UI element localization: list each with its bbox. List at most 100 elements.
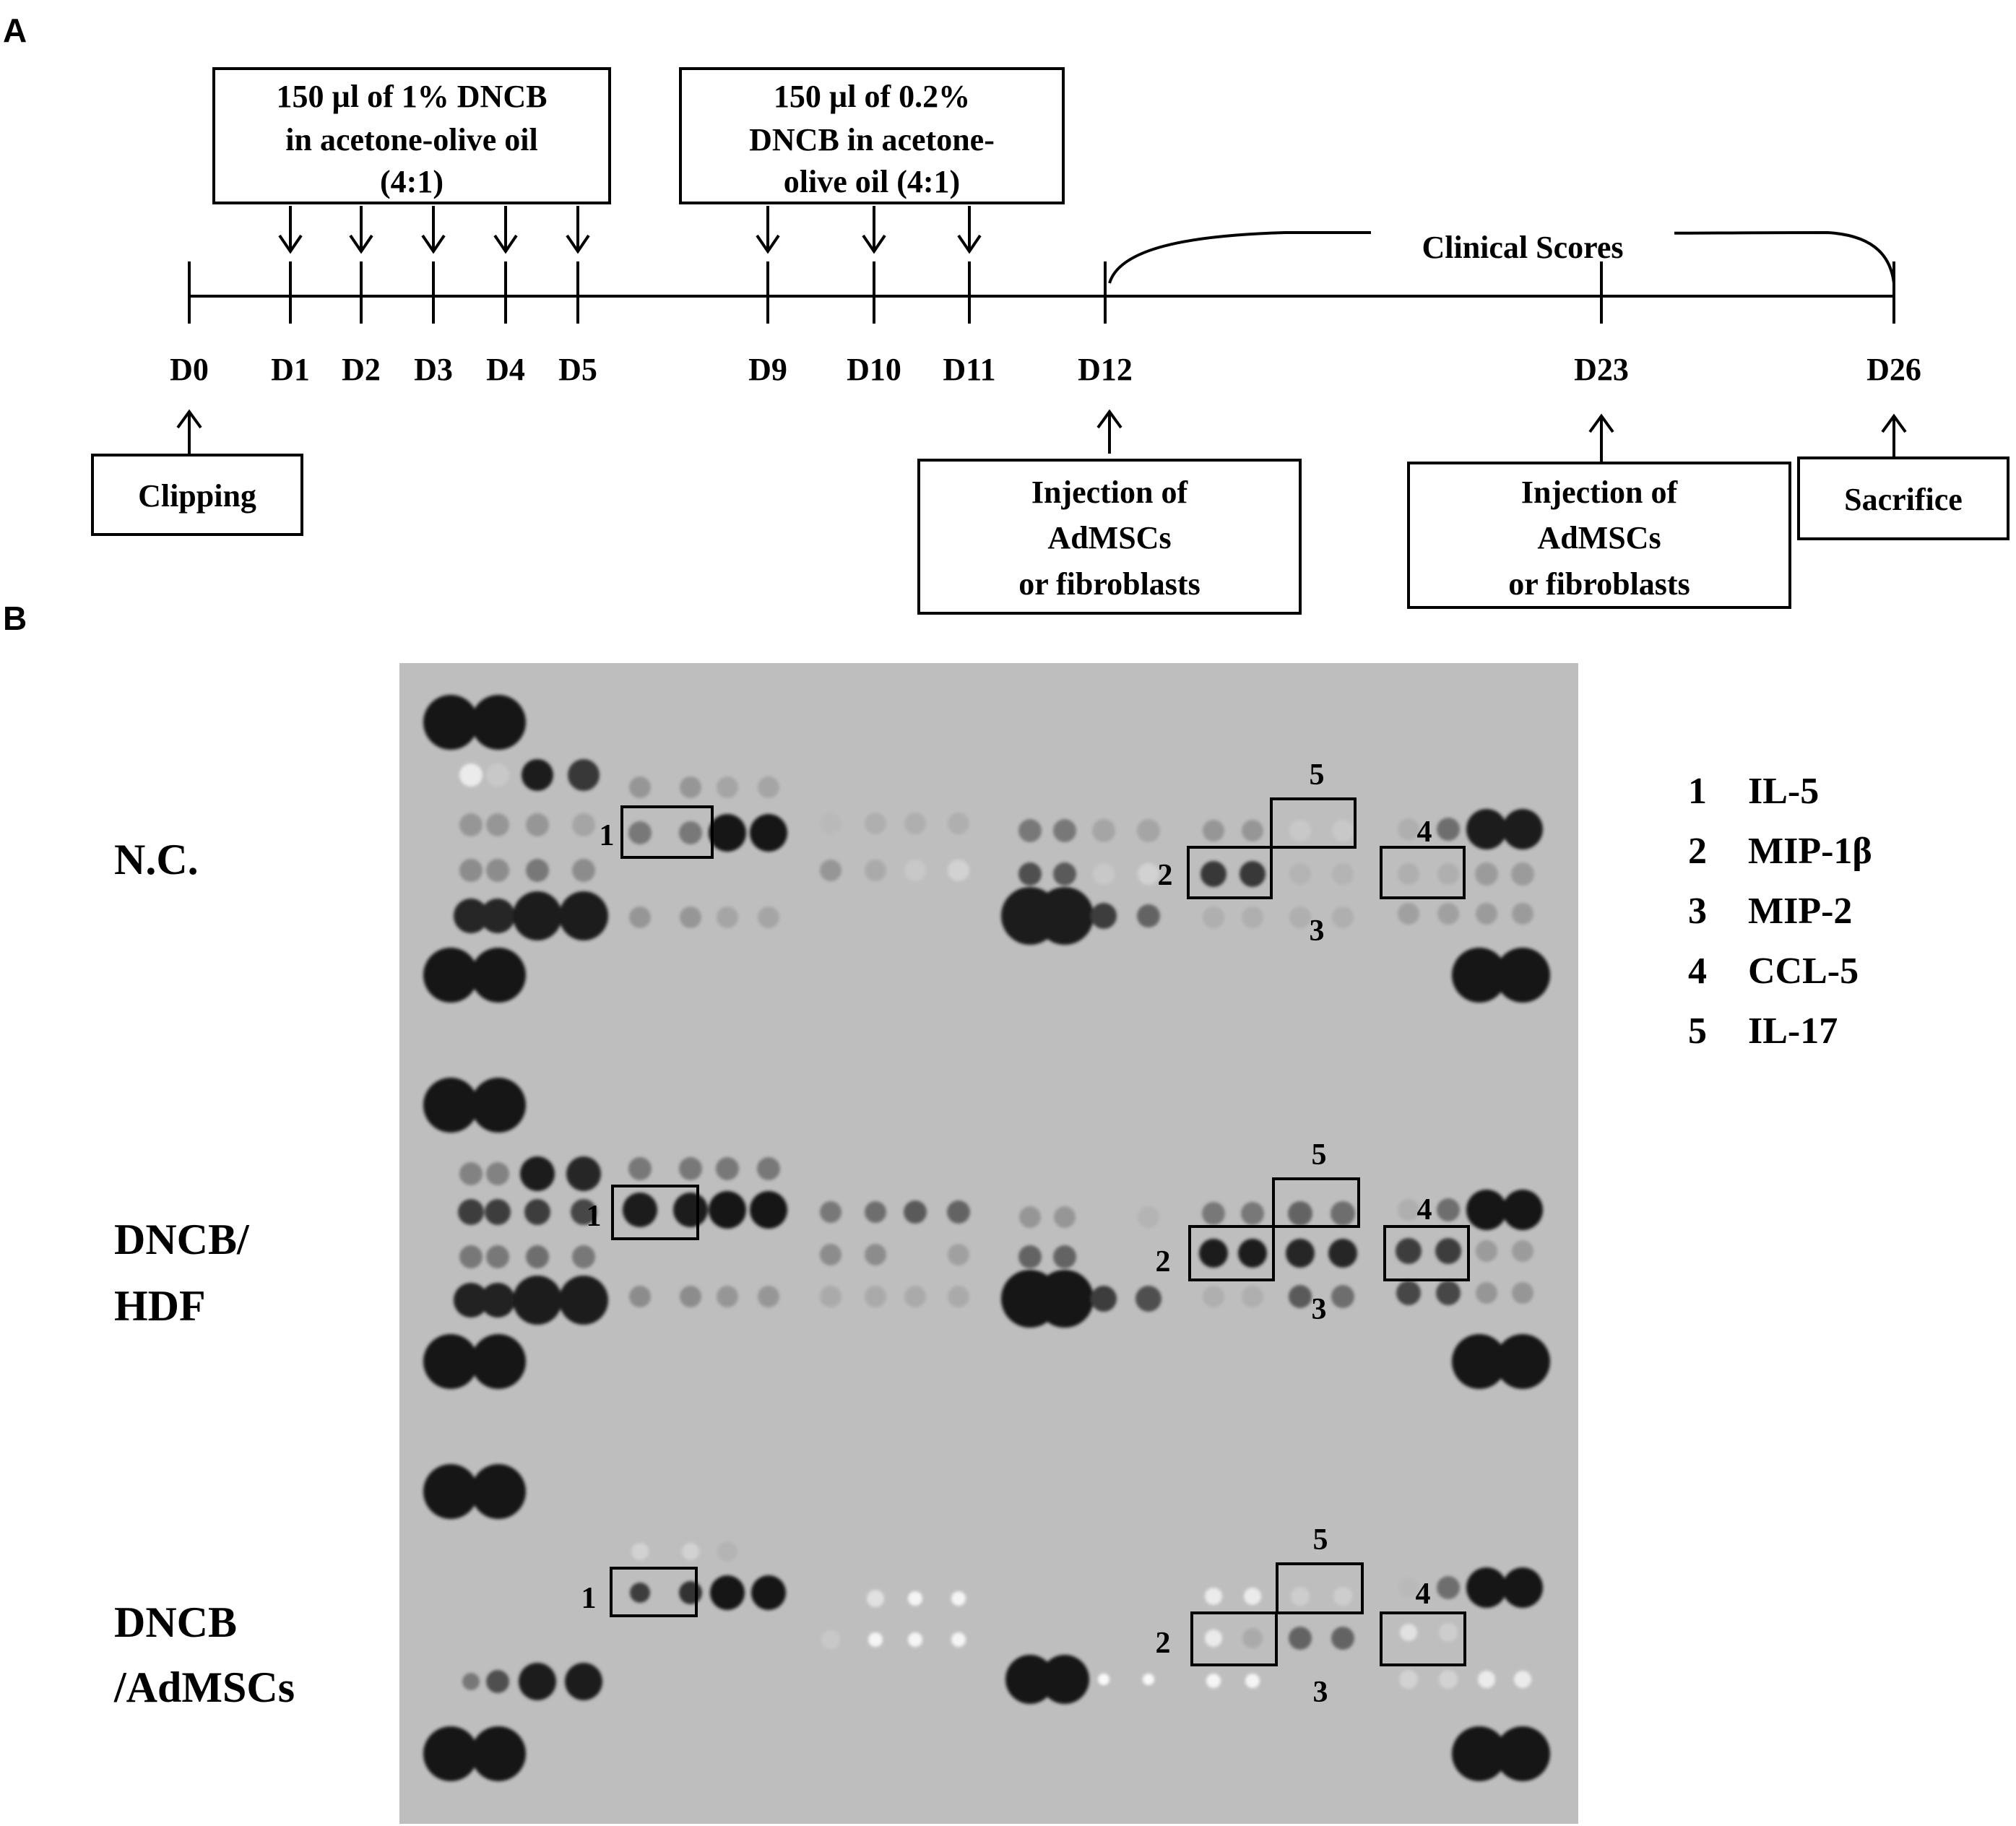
reference-spot <box>471 695 526 750</box>
array-spot <box>1091 1286 1117 1312</box>
day-label-d5: D5 <box>558 352 597 387</box>
array-spot <box>948 1244 969 1265</box>
array-spot <box>717 776 738 798</box>
array-spot <box>717 906 738 928</box>
day-label-d10: D10 <box>847 352 901 387</box>
legend-number-4: 4 <box>1688 951 1707 992</box>
array-spot <box>1240 861 1266 887</box>
array-spot <box>486 1670 509 1693</box>
array-spot <box>629 1286 651 1307</box>
array-spot <box>1053 819 1076 842</box>
array-spot <box>821 1589 840 1608</box>
array-spot <box>572 813 595 836</box>
array-spot <box>948 1286 969 1307</box>
array-spot <box>1439 1670 1458 1689</box>
array-spot <box>865 905 886 927</box>
array-spot <box>820 1286 842 1307</box>
reference-spot <box>423 1464 478 1519</box>
array-spot <box>1512 1282 1533 1304</box>
array-spot <box>462 1673 480 1690</box>
array-spot <box>559 1276 608 1325</box>
array-spot <box>758 1286 779 1307</box>
highlight-box-2 <box>1187 846 1273 899</box>
array-spot <box>1053 1245 1076 1268</box>
injection-2-line-1: Injection of <box>1521 475 1679 510</box>
array-spot <box>629 776 651 798</box>
array-spot <box>1203 820 1224 841</box>
array-spot <box>1288 1201 1312 1226</box>
array-spot <box>1137 819 1160 842</box>
dose-box-1: 150 µl of 1% DNCB in acetone-olive oil (… <box>212 67 611 204</box>
row-label-dncb-hdf-line-1: DNCB/ <box>114 1216 250 1263</box>
box-number-3: 3 <box>1310 914 1325 948</box>
box-number-3: 3 <box>1312 1293 1327 1326</box>
array-spot <box>679 1157 702 1180</box>
array-spot <box>867 1590 884 1607</box>
day-label-d4: D4 <box>486 352 525 387</box>
day-label-d3: D3 <box>414 352 453 387</box>
dose-box-2-line-3: olive oil (4:1) <box>784 164 960 199</box>
dose2-arrowhead-3 <box>957 234 982 254</box>
array-spot <box>1053 862 1076 886</box>
dose-box-1-line-1: 150 µl of 1% DNCB <box>277 79 548 114</box>
array-spot <box>1437 863 1459 885</box>
array-spot <box>1331 1285 1354 1308</box>
highlight-box-5 <box>1272 1177 1360 1228</box>
array-spot <box>458 1199 484 1225</box>
box-number-5: 5 <box>1312 1138 1327 1172</box>
array-spot <box>1245 1674 1260 1688</box>
array-spot <box>1513 1622 1533 1643</box>
array-spot <box>1396 1281 1421 1305</box>
array-spot <box>1290 1671 1310 1691</box>
array-spot <box>459 859 483 882</box>
array-spot <box>486 763 509 787</box>
reference-spot <box>1452 948 1507 1003</box>
array-spot <box>1398 818 1419 840</box>
legend-name-2: MIP-1β <box>1748 831 1872 872</box>
dose1-arrowhead-3 <box>421 234 446 254</box>
box-number-2: 2 <box>1156 1245 1171 1278</box>
day-label-d1: D1 <box>271 352 310 387</box>
array-spot <box>865 1286 886 1307</box>
highlight-box-2 <box>1188 1225 1275 1281</box>
box-number-5: 5 <box>1310 758 1325 792</box>
array-spot <box>519 1663 556 1700</box>
array-spot <box>1289 1285 1312 1308</box>
dose-box-2: 150 µl of 0.2% DNCB in acetone- olive oi… <box>679 67 1065 204</box>
array-spot <box>679 821 702 844</box>
array-spot <box>1199 1239 1228 1268</box>
array-spot <box>1137 904 1160 927</box>
array-spot <box>1203 906 1224 928</box>
legend-name-1: IL-5 <box>1748 771 1819 812</box>
array-spot <box>1138 1246 1159 1268</box>
injection-box-2: Injection of AdMSCs or fibroblasts <box>1407 462 1791 609</box>
array-spot <box>758 906 779 928</box>
dose-box-2-line-2: DNCB in acetone- <box>749 122 995 157</box>
array-spot <box>868 1632 883 1647</box>
array-spot <box>1242 1286 1263 1307</box>
array-spot <box>820 813 842 834</box>
array-spot <box>757 1157 780 1180</box>
array-spot <box>904 860 926 881</box>
array-spot <box>1135 1286 1161 1312</box>
array-spot <box>1514 1671 1531 1688</box>
highlight-box-2 <box>1190 1611 1278 1666</box>
array-spot <box>572 1245 595 1268</box>
array-spot <box>1205 1588 1222 1605</box>
array-spot <box>1396 1238 1422 1264</box>
array-spot <box>486 859 509 882</box>
sacrifice-box: Sacrifice <box>1797 456 2009 540</box>
reference-spot <box>423 948 478 1003</box>
array-spot <box>1435 1238 1461 1264</box>
dose1-arrowhead-4 <box>493 234 518 254</box>
array-spot <box>559 891 608 940</box>
day-label-d11: D11 <box>943 352 995 387</box>
reference-spot <box>423 1078 478 1133</box>
injection-1-line-3: or fibroblasts <box>1018 566 1200 602</box>
array-spot <box>1466 1190 1507 1230</box>
box-number-1: 1 <box>587 1200 602 1233</box>
array-spot <box>1332 906 1354 928</box>
legend-number-1: 1 <box>1688 771 1707 812</box>
legend-name-4: CCL-5 <box>1748 951 1859 992</box>
